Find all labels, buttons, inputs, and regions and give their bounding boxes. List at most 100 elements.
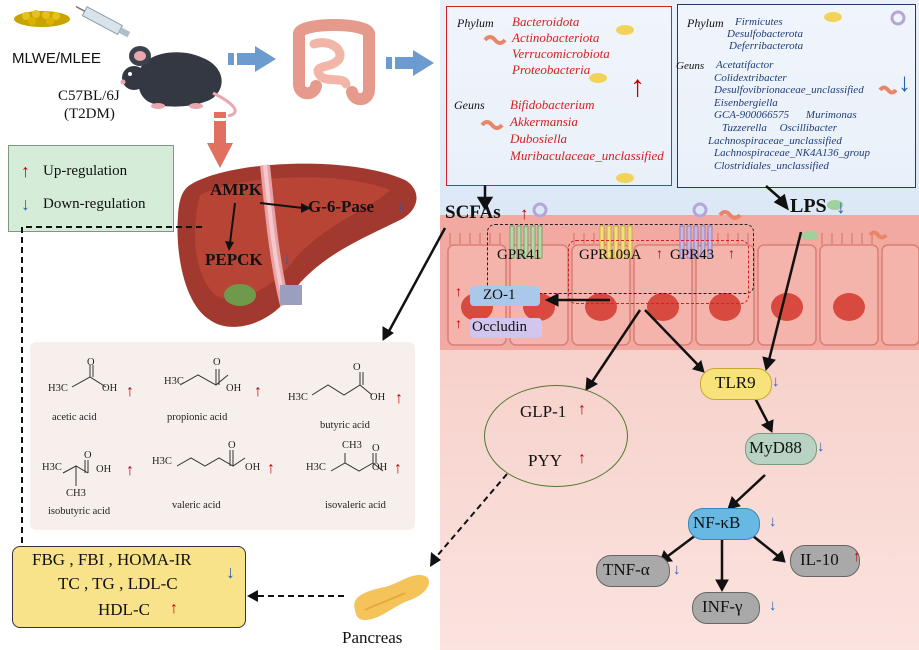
- downregulated-microbiota-box: [677, 4, 916, 188]
- pancreas-illustration: [354, 574, 430, 620]
- down-genus-item: Lachnospiraceae_NK4A136_group: [714, 147, 871, 160]
- nfkb-label: NF-κB: [693, 513, 741, 532]
- gut-to-microbiota-arrow: [386, 50, 434, 76]
- up-genus-item: Bifidobacterium: [510, 97, 595, 112]
- isovaleric-formula2: H3C: [306, 462, 326, 473]
- down-genus-row: GCA-900066575 Murimonas: [714, 109, 870, 122]
- down-phylum-item: Desulfobacterota: [727, 28, 803, 40]
- myd88-pill: [745, 433, 817, 465]
- glp1-up-arrow-icon: ↑: [578, 401, 586, 418]
- zo1-pill: [470, 286, 540, 306]
- il10-up-arrow-icon: ↑: [853, 549, 861, 565]
- valeric-oh: OH: [245, 462, 261, 473]
- lps-down-arrow-icon: ↓: [836, 197, 846, 218]
- propionic-acid-name: propionic acid: [167, 412, 228, 423]
- markers-line1: FBG , FBI , HOMA-IR: [32, 550, 192, 569]
- gpr109a-label: GPR109A: [579, 247, 642, 263]
- ampk-arrows: [225, 202, 311, 251]
- down-genera-list: Acetatifactor Colidextribacter Desulfovi…: [708, 59, 871, 172]
- bacteria-decoration: [480, 10, 906, 240]
- isovaleric-acid-name: isovaleric acid: [325, 500, 386, 511]
- valeric-o-label: O: [228, 440, 236, 451]
- butyric-oh: OH: [370, 392, 386, 403]
- infg-down-arrow-icon: ↓: [769, 598, 777, 614]
- model-label: (T2DM): [64, 106, 115, 122]
- markers-down-arrow-icon: ↓: [226, 562, 235, 582]
- zo1-label: ZO-1: [483, 287, 516, 303]
- valeric-formula: H3C: [152, 456, 172, 467]
- down-phylum-label: Phylum: [687, 16, 724, 30]
- isovaleric-formula: CH3: [342, 440, 362, 451]
- mouse-to-liver-arrow: [207, 112, 233, 168]
- pepck-down-arrow-icon: ↓: [283, 251, 291, 268]
- zo1-up-arrow-icon: ↑: [455, 285, 462, 300]
- pepck-label: PEPCK: [205, 250, 263, 269]
- isovaleric-up-arrow-icon: ↑: [394, 460, 402, 477]
- acetic-acid-structure: [71, 365, 107, 388]
- legend-up-label: Up-regulation: [43, 163, 128, 179]
- isovaleric-oh: OH: [372, 462, 388, 473]
- up-phylum-item: Bacteroidota: [512, 14, 580, 29]
- gpr109a-gpr43-dashed-box: [568, 240, 749, 304]
- isobutyric-oh: OH: [96, 464, 112, 475]
- tnfa-pill: [596, 555, 670, 587]
- up-phyla-list: Bacteroidota Actinobacteriota Verrucomic…: [512, 14, 610, 78]
- pancreas-to-markers-arrow: [247, 590, 344, 602]
- intestine-icon: [293, 19, 375, 106]
- down-genus-item: Colidextribacter: [714, 71, 787, 84]
- infg-pill: [692, 592, 760, 624]
- hdl-up-arrow-icon: ↑: [170, 600, 178, 617]
- markers-line2: TC , TG , LDL-C: [58, 574, 178, 593]
- markers-line3: HDL-C: [98, 600, 150, 619]
- hormones-ellipse: [484, 385, 628, 487]
- acetic-formula: H3C: [48, 383, 68, 394]
- isovaleric-o-label: O: [372, 443, 380, 454]
- g6pase-label: G-6-Pase: [308, 197, 375, 216]
- mouse-to-gut-arrow: [228, 46, 276, 72]
- down-genus-item: GCA-900066575: [714, 109, 790, 122]
- propionic-formula: H3C: [164, 376, 184, 387]
- up-phylum-item: Proteobacteria: [512, 62, 591, 77]
- valeric-acid-structure: [176, 450, 246, 467]
- g6pase-down-arrow-icon: ↓: [397, 198, 405, 215]
- pancreas-label: Pancreas: [342, 628, 403, 647]
- up-phylum-item: Actinobacteriota: [512, 30, 600, 45]
- gpr43-label: GPR43: [670, 247, 715, 263]
- down-genus-item: Lachnospiraceae_unclassified: [708, 134, 842, 147]
- down-genus-item: Clostridiales_unclassified: [714, 159, 829, 172]
- lps-label: LPS: [790, 195, 827, 217]
- butyric-o-label: O: [353, 362, 361, 373]
- il10-pill: [790, 545, 860, 577]
- herb-extract-icon: [14, 10, 70, 27]
- receptors-dashed-box: [487, 224, 754, 294]
- gpr109a-up-arrow-icon: ↑: [656, 247, 663, 262]
- down-microbiota-arrow-icon: ↓: [898, 68, 911, 97]
- il10-label: IL-10: [800, 550, 839, 569]
- valeric-acid-name: valeric acid: [172, 500, 221, 511]
- down-phyla-list: Firmicutes Desulfobacterota Deferribacte…: [727, 16, 803, 52]
- occludin-pill: [470, 318, 542, 338]
- propionic-o-label: O: [213, 357, 221, 368]
- myd88-down-arrow-icon: ↓: [817, 439, 825, 455]
- hormones-to-pancreas-arrow: [430, 473, 508, 567]
- acetic-o-label: O: [87, 357, 95, 368]
- syringe-icon: [75, 5, 131, 38]
- up-arrow-icon: ↑: [21, 161, 30, 181]
- mouse-icon: [120, 46, 237, 118]
- acetic-oh: OH: [102, 383, 118, 394]
- scfa-structures-panel: [30, 342, 415, 530]
- tlr9-pill: [700, 368, 772, 400]
- up-genus-item: Muribaculaceae_unclassified: [510, 148, 664, 163]
- legend-down-label: Down-regulation: [43, 196, 146, 212]
- isobutyric-o-label: O: [84, 450, 92, 461]
- down-phylum-item: Firmicutes: [735, 16, 783, 28]
- treatment-label: MLWE/MLEE: [12, 50, 101, 67]
- down-genus-item: Murimonas: [805, 109, 857, 122]
- butyric-acid-structure: [311, 372, 373, 396]
- down-phylum-item: Deferribacterota: [729, 40, 804, 52]
- tlr9-label: TLR9: [715, 373, 756, 392]
- down-genus-item: Oscillibacter: [779, 121, 838, 134]
- occludin-label: Occludin: [472, 319, 527, 335]
- scfas-up-arrow-icon: ↑: [520, 204, 529, 223]
